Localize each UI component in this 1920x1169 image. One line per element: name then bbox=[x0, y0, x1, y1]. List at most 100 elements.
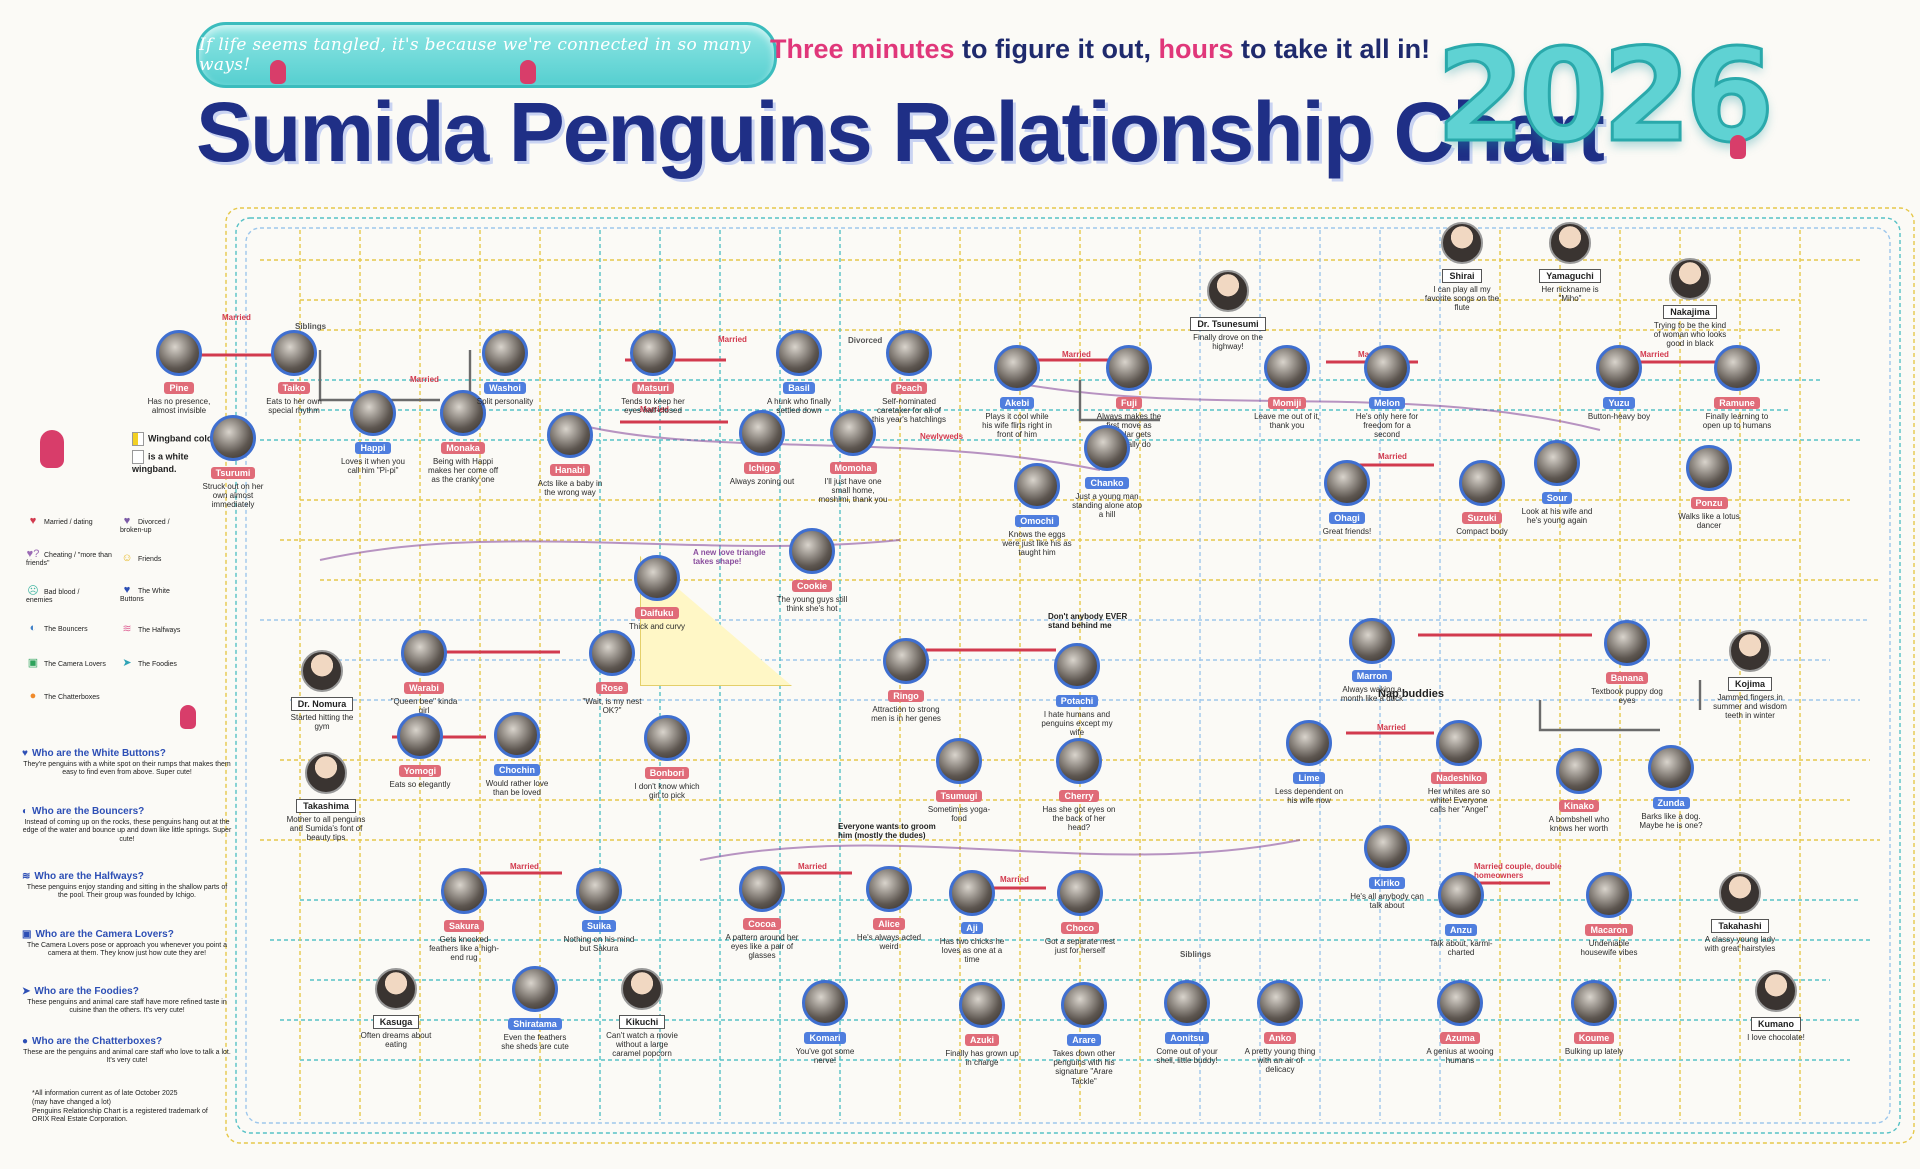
penguin-photo bbox=[1556, 748, 1602, 794]
penguin-caption: Tends to keep her eyes half-closed bbox=[621, 397, 685, 416]
penguin-caption: I'll just have one small home, moshimi, … bbox=[818, 477, 888, 505]
staff-caption: Trying to be the kind of woman who looks… bbox=[1653, 321, 1727, 349]
relation-label-married: Married bbox=[1377, 723, 1406, 732]
legend-item: ☺Friends bbox=[120, 552, 161, 564]
legend-item: ◐The Bouncers bbox=[26, 622, 88, 634]
legend-white-wingband: is a white wingband. bbox=[132, 450, 222, 474]
chat-icon: ● bbox=[29, 690, 37, 702]
penguin-name-tag: Daifuku bbox=[635, 607, 679, 619]
penguin-name-tag: Tsumugi bbox=[935, 790, 983, 802]
penguin-name-tag: Shiratama bbox=[508, 1018, 562, 1030]
penguin-caption: Come out of your shell, little buddy! bbox=[1156, 1047, 1218, 1066]
penguin-caption: A pretty young thing with an air of deli… bbox=[1244, 1047, 1316, 1075]
info-text: They're penguins with a white spot on th… bbox=[23, 761, 231, 777]
penguin-photo bbox=[739, 866, 785, 912]
penguin-name-tag: Ponzu bbox=[1690, 497, 1728, 509]
penguin-photo bbox=[1534, 440, 1580, 486]
penguin-name-tag: Aonitsu bbox=[1165, 1032, 1209, 1044]
nap-buddies-label: Nap buddies bbox=[1378, 688, 1445, 700]
penguin-name-tag: Peach bbox=[890, 382, 928, 394]
info-camera-lovers: ▣Who are the Camera Lovers?The Camera Lo… bbox=[22, 929, 232, 959]
penguin-caption: The young guys still think she's hot bbox=[776, 595, 848, 614]
penguin-name-tag: Monaka bbox=[441, 442, 485, 454]
penguin-photo bbox=[936, 738, 982, 784]
penguin-photo bbox=[1286, 720, 1332, 766]
legend-item-label: Divorced / broken-up bbox=[120, 519, 170, 534]
legend-penguin-icon bbox=[40, 430, 64, 472]
penguin-photo bbox=[1604, 620, 1650, 666]
info-title: Who are the Foodies? bbox=[34, 986, 139, 997]
penguin-node-rose: Rose"Wait, is my nest OK?" bbox=[575, 630, 649, 715]
penguin-photo bbox=[1264, 345, 1310, 391]
relation-label-married: Married bbox=[510, 862, 539, 871]
info-text: These are the penguins and animal care s… bbox=[23, 1049, 231, 1065]
penguin-caption: Got a separate nest just for herself bbox=[1044, 937, 1116, 956]
penguin-caption: Always zoning out bbox=[729, 477, 795, 486]
penguin-name-tag: Anko bbox=[1263, 1032, 1297, 1044]
relation-label-married-couple: Married couple, double homeowners bbox=[1474, 862, 1562, 880]
penguin-photo bbox=[440, 390, 486, 436]
penguin-caption: Struck out on her own almost immediately bbox=[202, 482, 264, 510]
penguin-photo bbox=[397, 713, 443, 759]
staff-photo bbox=[301, 650, 343, 692]
penguin-photo bbox=[959, 982, 1005, 1028]
penguin-caption: Has two chicks he loves as one at a time bbox=[939, 937, 1005, 965]
penguin-name-tag: Marron bbox=[1351, 670, 1393, 682]
penguin-photo bbox=[1054, 643, 1100, 689]
penguin-caption: Split personality bbox=[476, 397, 534, 406]
penguin-caption: Attraction to strong men is in her genes bbox=[871, 705, 941, 724]
camera-icon: ▣ bbox=[27, 657, 39, 669]
staff-name: Dr. Tsunesumi bbox=[1190, 317, 1266, 331]
info-white-buttons: ♥Who are the White Buttons?They're pengu… bbox=[22, 748, 232, 778]
penguin-photo bbox=[886, 330, 932, 376]
penguin-photo bbox=[1061, 982, 1107, 1028]
penguin-name-tag: Suzuki bbox=[1462, 512, 1502, 524]
penguin-name-tag: Choco bbox=[1061, 922, 1099, 934]
penguin-name-tag: Cocoa bbox=[743, 918, 781, 930]
penguin-photo bbox=[1596, 345, 1642, 391]
penguin-name-tag: Momiji bbox=[1267, 397, 1307, 409]
relation-label-married: Married bbox=[1378, 452, 1407, 461]
penguin-name-tag: Ringo bbox=[888, 690, 924, 702]
penguin-name-tag: Azuki bbox=[964, 1034, 999, 1046]
staff-caption: I love chocolate! bbox=[1747, 1033, 1805, 1042]
staff-name: Kumano bbox=[1751, 1017, 1801, 1031]
legend-item-label: The Halfways bbox=[138, 627, 181, 634]
staff-name: Takashima bbox=[296, 799, 356, 813]
penguin-caption: Textbook puppy dog eyes bbox=[1591, 687, 1663, 706]
penguin-photo bbox=[866, 866, 912, 912]
staff-caption: Can't watch a movie without a large cara… bbox=[606, 1031, 678, 1059]
penguin-caption: Undeniable housewife vibes bbox=[1580, 939, 1638, 958]
staff-caption: A classy young lady with great hairstyle… bbox=[1704, 935, 1776, 954]
penguin-caption: I hate humans and penguins except my wif… bbox=[1041, 710, 1113, 738]
penguin-name-tag: Ichigo bbox=[743, 462, 781, 474]
footnote-line: (may have changed a lot) bbox=[32, 1098, 111, 1106]
penguin-caption: Has no presence, almost invisible bbox=[147, 397, 211, 416]
penguin-name-tag: Yomogi bbox=[398, 765, 442, 777]
penguin-caption: Her whites are so white! Everyone calls … bbox=[1427, 787, 1491, 815]
penguin-caption: Acts like a baby in the wrong way bbox=[537, 479, 603, 498]
penguin-name-tag: Azuma bbox=[1440, 1032, 1480, 1044]
penguin-photo bbox=[547, 412, 593, 458]
penguin-caption: A bombshell who knows her worth bbox=[1548, 815, 1610, 834]
penguin-name-tag: Ohagi bbox=[1329, 512, 1365, 524]
penguin-name-tag: Yuzu bbox=[1603, 397, 1635, 409]
penguin-name-tag: Zunda bbox=[1652, 797, 1690, 809]
tagline-part-1: Three minutes bbox=[770, 34, 955, 64]
